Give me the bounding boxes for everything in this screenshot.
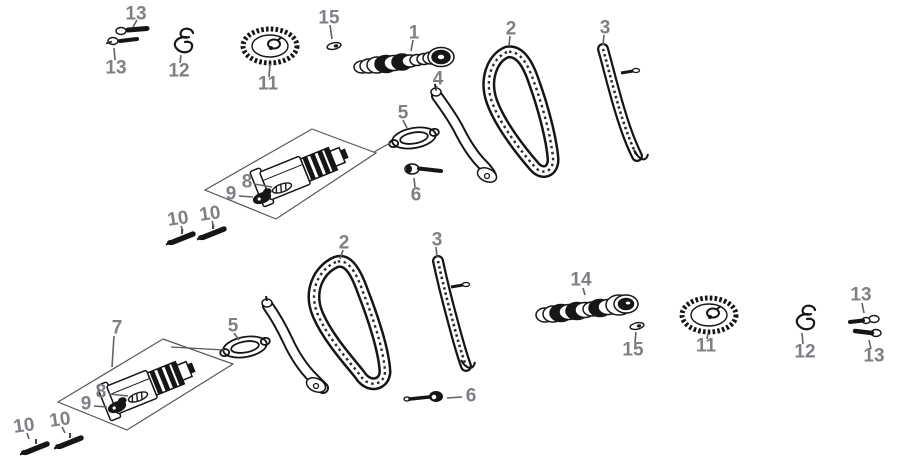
flange-bolt-10-top-b [197, 224, 224, 240]
callout-15-bottom: 15 [622, 339, 644, 361]
flange-bolt-10-bottom-a [20, 439, 47, 455]
callout-leader-lines [26, 19, 872, 440]
box-gasket-pointer-top [373, 141, 393, 153]
flange-bolt-6-top [404, 163, 443, 175]
callout-15-top: 15 [318, 7, 340, 29]
dowel-pin-15-bottom [628, 320, 646, 332]
callout-11-top: 11 [257, 73, 279, 95]
callout-8-top: 8 [241, 171, 253, 193]
callout-13-bottom-a: 13 [850, 284, 872, 306]
chain-guide-arm-4-top [430, 83, 498, 183]
callout-5-bottom: 5 [227, 315, 239, 337]
callout-14: 14 [570, 269, 592, 291]
callout-12-bottom: 12 [794, 341, 816, 363]
callout-13-bottom-b: 13 [863, 345, 885, 367]
timing-gear-11-top [243, 29, 297, 63]
callout-1: 1 [408, 22, 420, 44]
cam-bolt-13-bottom-pair [848, 314, 882, 338]
timing-gear-11-bottom [682, 298, 736, 332]
callout-2-top: 2 [505, 18, 517, 40]
gasket-5-bottom [217, 331, 273, 363]
camshaft-14-drawing [535, 294, 639, 323]
callout-10-bottom-b: 10 [48, 408, 72, 432]
chain-guide-3-bottom [432, 255, 476, 372]
callout-6-bottom: 6 [465, 385, 477, 407]
callout-9-bottom: 9 [80, 393, 92, 415]
callout-13-top-b: 13 [105, 57, 127, 79]
cam-bolt-13-top-pair [105, 26, 150, 46]
camshaft-1-drawing [353, 46, 455, 74]
cotter-clip-12-bottom [795, 304, 817, 331]
callout-6-top: 6 [410, 184, 422, 206]
callout-8-bottom: 8 [95, 381, 107, 403]
callout-3-bottom: 3 [431, 229, 443, 251]
tensioner-box-bottom [56, 338, 235, 431]
gasket-5-top [386, 122, 442, 154]
callout-5-top: 5 [397, 102, 409, 124]
cam-chain-2-top [482, 45, 560, 178]
cotter-clip-12-top [173, 27, 195, 54]
chain-guide-arm-bottom [261, 295, 329, 394]
callout-11-bottom: 11 [695, 335, 717, 357]
callout-2-bottom: 2 [338, 232, 350, 254]
callout-4: 4 [432, 68, 444, 90]
callout-7: 7 [111, 317, 123, 339]
cam-chain-2-bottom [307, 254, 392, 391]
callout-10-top-a: 10 [166, 207, 190, 231]
callout-12-top: 12 [168, 60, 190, 82]
dowel-pin-15-top [325, 40, 343, 52]
callout-9-top: 9 [225, 183, 237, 205]
chain-guide-3-top [597, 43, 649, 162]
callout-10-bottom-a: 10 [12, 414, 36, 438]
callout-13-top-a: 13 [125, 3, 147, 25]
flange-bolt-6-bottom [403, 391, 443, 402]
flange-bolt-10-bottom-b [54, 433, 81, 449]
flange-bolt-10-top-a [166, 229, 193, 245]
tensioner-box-top [203, 128, 378, 220]
callout-3-top: 3 [599, 17, 611, 39]
callout-10-top-b: 10 [198, 202, 222, 226]
box-gasket-pointer-bottom [170, 346, 225, 351]
